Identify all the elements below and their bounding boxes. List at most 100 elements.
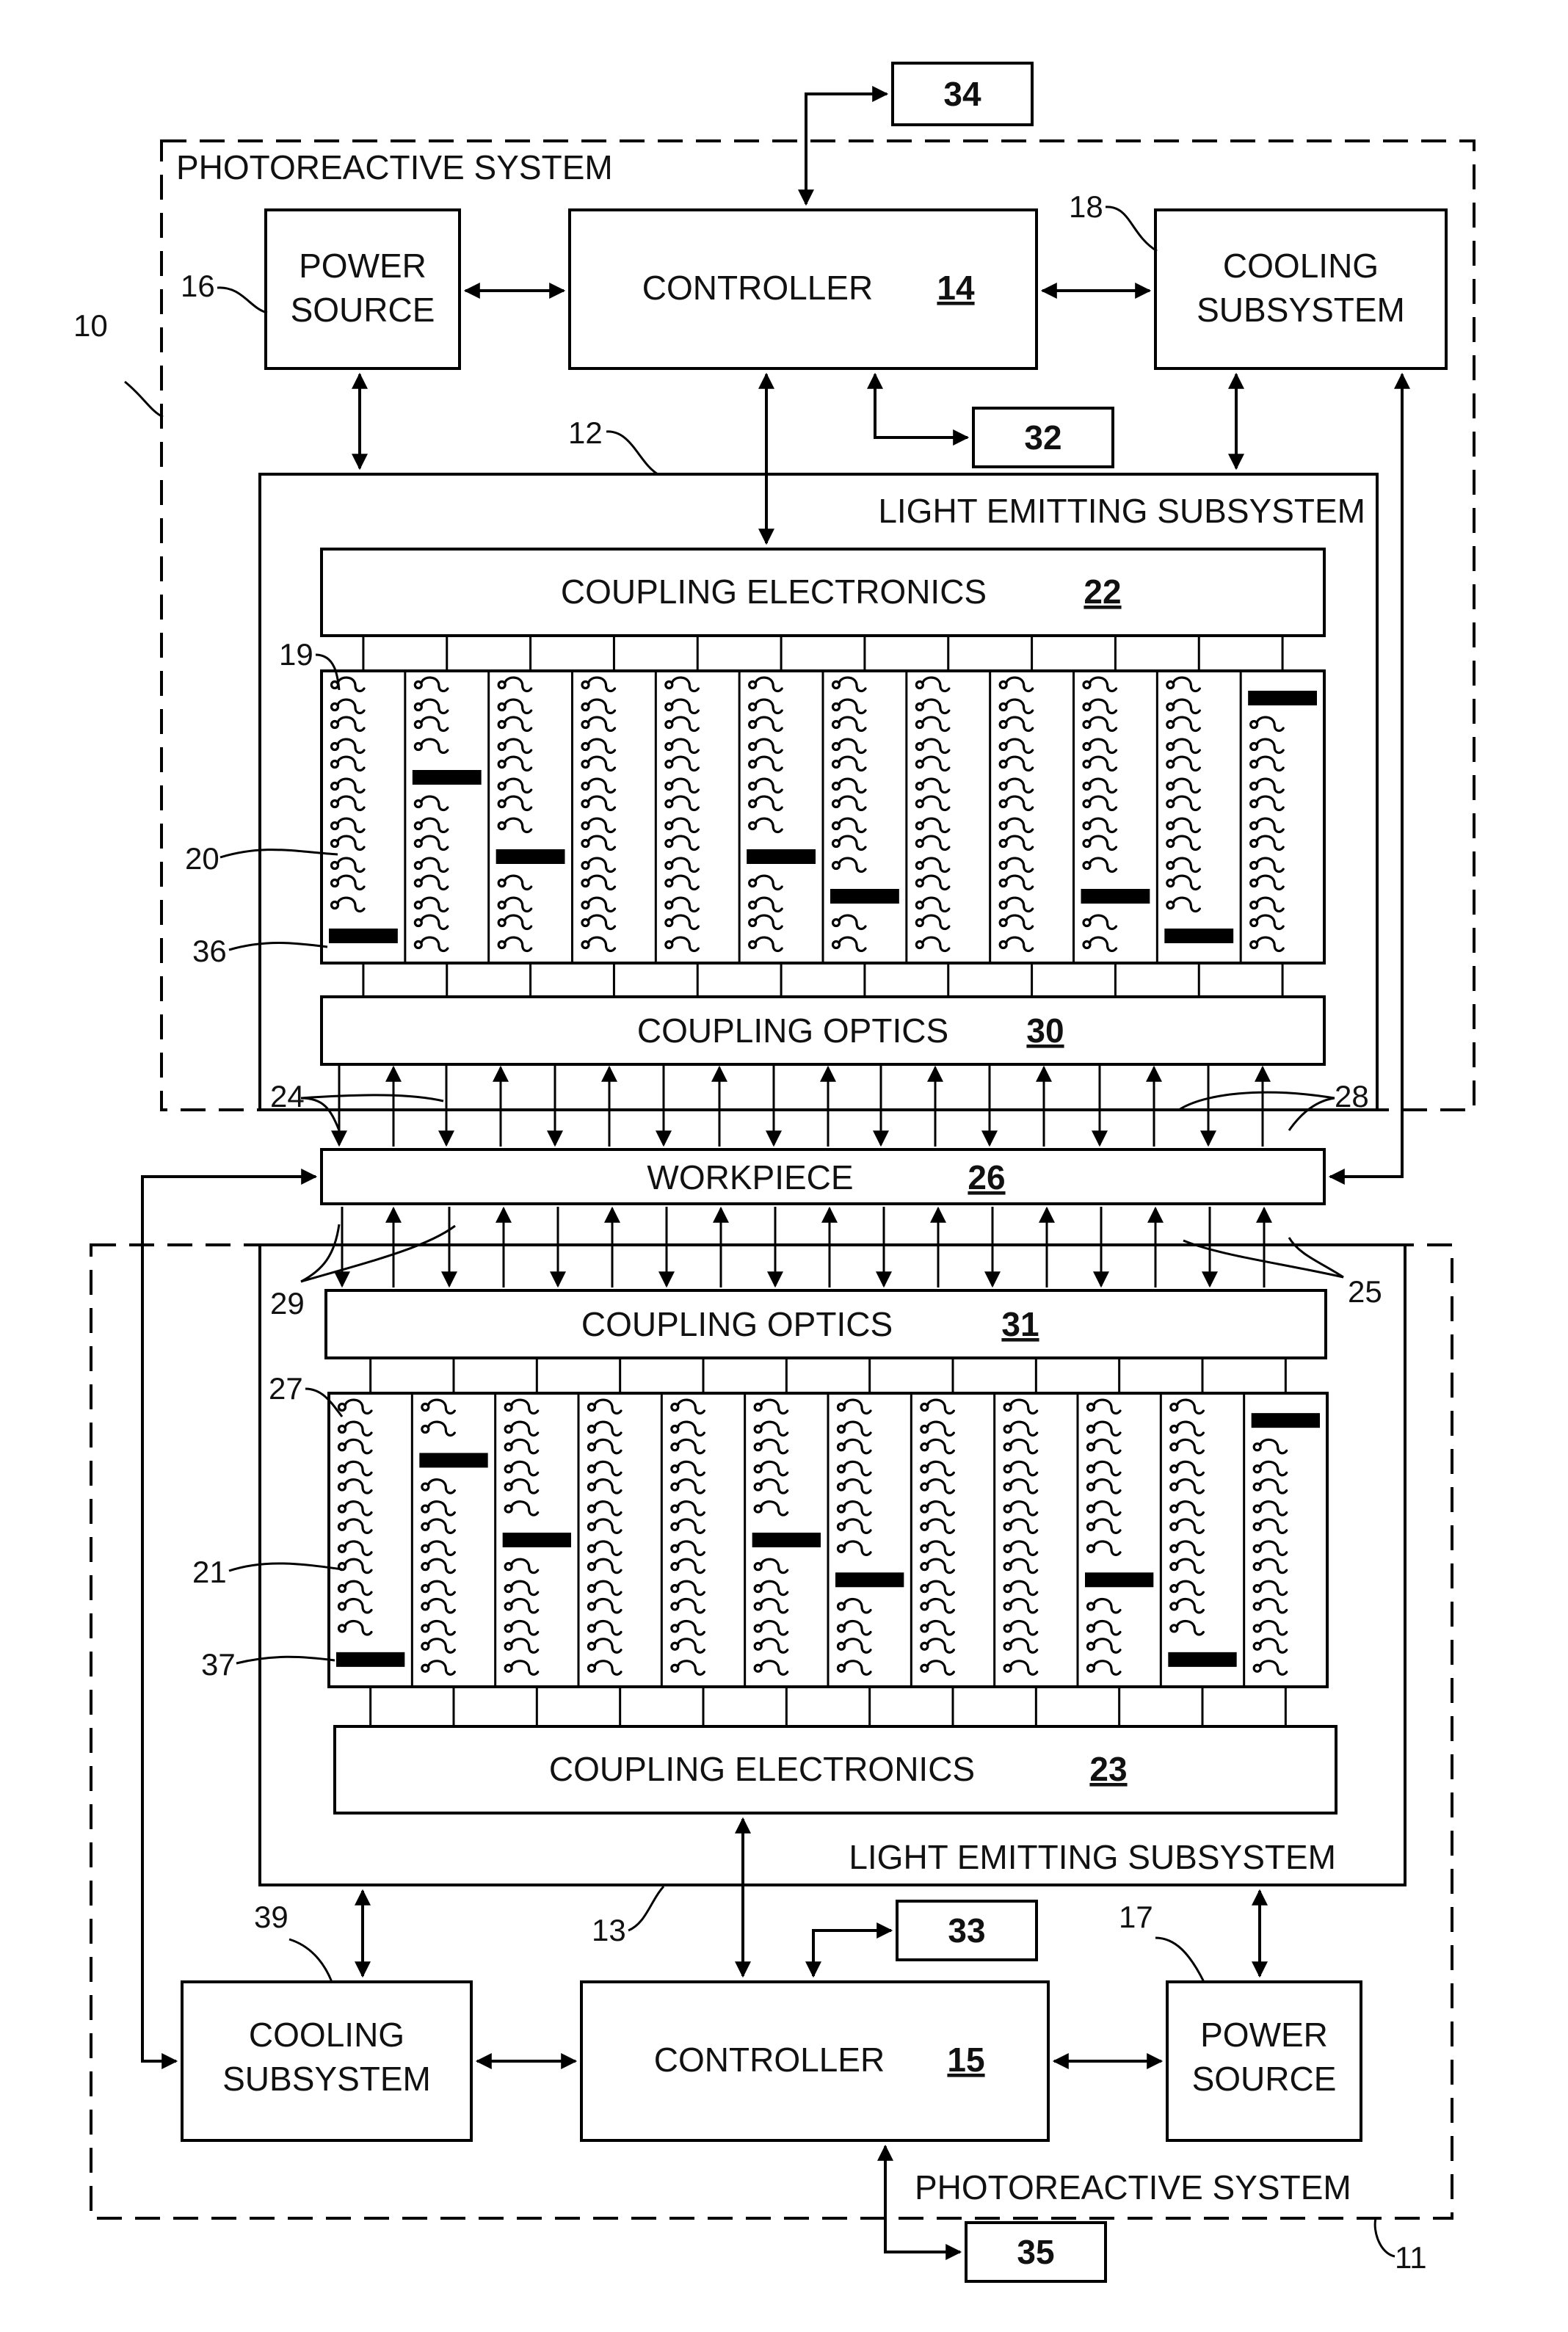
- top-led-emitter: [1167, 876, 1200, 911]
- top-blocked-emitter: [1164, 929, 1233, 943]
- top-led-emitter: [833, 796, 866, 832]
- bottom-led-emitter: [755, 1400, 788, 1435]
- cooling-18-line1: COOLING: [1223, 247, 1379, 285]
- top-led-emitter: [415, 678, 448, 713]
- bottom-led-emitter: [755, 1599, 788, 1635]
- ref-11-leader: [1375, 2218, 1395, 2256]
- coupling-electronics-23-num: 23: [1089, 1750, 1127, 1788]
- bottom-led-emitter: [339, 1480, 372, 1515]
- bottom-led-emitter: [921, 1439, 954, 1475]
- top-led-emitter: [916, 757, 949, 792]
- top-led-emitter: [916, 836, 949, 871]
- top-led-emitter: [749, 876, 783, 911]
- bottom-led-emitter: [921, 1559, 954, 1594]
- top-led-emitter: [666, 717, 699, 752]
- ref-16: 16: [181, 269, 215, 303]
- ref-37-leader: [236, 1657, 335, 1663]
- bottom-led-emitter: [422, 1559, 455, 1594]
- bottom-led-emitter: [1254, 1639, 1287, 1674]
- top-led-emitter: [666, 796, 699, 832]
- ref-39: 39: [254, 1900, 288, 1934]
- top-led-emitter: [916, 915, 949, 951]
- bottom-led-emitter: [672, 1480, 705, 1515]
- bottom-led-emitter: [1254, 1599, 1287, 1635]
- ref-36-leader: [229, 943, 327, 951]
- cooling-39-line2: SUBSYSTEM: [222, 2060, 431, 2098]
- top-system-label: PHOTOREACTIVE SYSTEM: [176, 148, 613, 186]
- ref-18-leader: [1106, 207, 1157, 251]
- bottom-led-emitter: [838, 1599, 871, 1635]
- output-33-label: 33: [948, 1911, 985, 1950]
- bottom-led-emitter: [672, 1519, 705, 1555]
- bottom-led-emitter: [1004, 1559, 1037, 1594]
- top-led-emitter: [666, 876, 699, 911]
- bottom-led-emitter: [921, 1599, 954, 1635]
- bottom-led-emitter: [339, 1439, 372, 1475]
- coupling-electronics-22-label: COUPLING ELECTRONICS: [561, 573, 987, 611]
- top-blocked-emitter: [830, 889, 899, 904]
- top-led-emitter: [1251, 717, 1284, 752]
- bottom-led-emitter: [1088, 1519, 1121, 1555]
- top-led-emitter: [1084, 678, 1117, 713]
- bottom-led-emitter: [1254, 1480, 1287, 1515]
- top-led-emitter: [833, 678, 866, 713]
- ref-29-leader-b: [301, 1226, 455, 1282]
- ref-12: 12: [568, 415, 603, 450]
- ref-21: 21: [192, 1555, 227, 1589]
- cooling-18-line2: SUBSYSTEM: [1197, 291, 1405, 329]
- top-led-emitter: [749, 915, 783, 951]
- bottom-blocked-emitter: [1252, 1413, 1320, 1428]
- power-source-17-line1: POWER: [1200, 2016, 1328, 2054]
- coupling-electronics-23-label: COUPLING ELECTRONICS: [549, 1750, 975, 1788]
- top-led-emitter: [1084, 836, 1117, 871]
- bottom-led-emitter: [505, 1599, 538, 1635]
- top-led-emitter: [1084, 796, 1117, 832]
- cooling-39-line1: COOLING: [249, 2016, 404, 2054]
- ref-39-leader: [289, 1939, 332, 1982]
- bottom-led-emitter: [505, 1639, 538, 1674]
- bottom-led-emitter: [921, 1639, 954, 1674]
- bottom-led-emitter: [755, 1480, 788, 1515]
- arrow-controller-34: [806, 94, 887, 204]
- top-led-emitter: [1167, 836, 1200, 871]
- top-blocked-emitter: [413, 770, 482, 785]
- top-led-emitter: [332, 796, 365, 832]
- top-led-emitter: [749, 757, 783, 792]
- top-led-emitter: [1000, 836, 1033, 871]
- arrow-controller-32: [875, 374, 968, 437]
- bottom-led-emitter: [505, 1559, 538, 1594]
- ref-29: 29: [270, 1286, 305, 1321]
- cooling-subsystem-18-box: [1155, 210, 1446, 368]
- bottom-led-emitter: [505, 1400, 538, 1435]
- top-led-emitter: [1084, 757, 1117, 792]
- bottom-led-emitter: [755, 1639, 788, 1674]
- bottom-led-emitter: [422, 1599, 455, 1635]
- top-led-emitter: [582, 915, 615, 951]
- ref-24-leader-b: [301, 1095, 443, 1101]
- top-led-emitter: [498, 678, 531, 713]
- controller-14-label: CONTROLLER: [642, 269, 873, 307]
- bottom-led-emitter: [1088, 1599, 1121, 1635]
- controller-15-label: CONTROLLER: [654, 2041, 885, 2079]
- ref-10: 10: [73, 308, 108, 343]
- bottom-blocked-emitter: [503, 1533, 571, 1547]
- ref-28: 28: [1335, 1079, 1369, 1114]
- top-led-emitter: [1000, 876, 1033, 911]
- top-led-emitter: [415, 836, 448, 871]
- top-led-emitter: [415, 876, 448, 911]
- bottom-led-emitter: [1171, 1599, 1204, 1635]
- bottom-blocked-emitter: [1085, 1572, 1153, 1587]
- top-led-emitter: [833, 757, 866, 792]
- output-34-label: 34: [943, 75, 981, 113]
- output-35-label: 35: [1017, 2233, 1054, 2271]
- controller-15-num: 15: [947, 2041, 984, 2079]
- bottom-emitter-array: [329, 1358, 1327, 1726]
- top-led-emitter: [415, 796, 448, 832]
- bottom-led-emitter: [1171, 1480, 1204, 1515]
- bottom-blocked-emitter: [835, 1572, 904, 1587]
- top-led-emitter: [1251, 876, 1284, 911]
- bottom-led-emitter: [838, 1400, 871, 1435]
- top-led-emitter: [916, 678, 949, 713]
- top-led-emitter: [582, 876, 615, 911]
- bottom-led-emitter: [755, 1559, 788, 1594]
